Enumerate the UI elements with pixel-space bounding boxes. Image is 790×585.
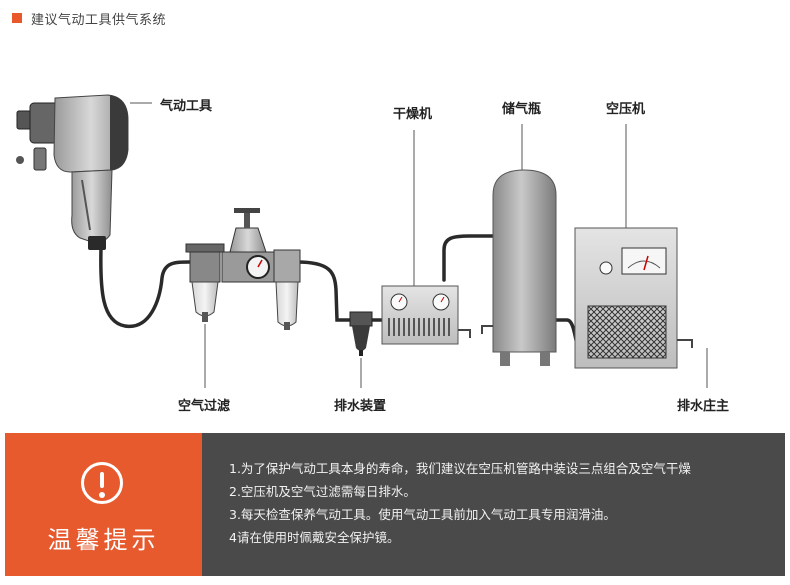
tip-item: 1.为了保护气动工具本身的寿命，我们建议在空压机管路中装设三点组合及空气干燥 [229,461,691,476]
label-compressor: 空压机 [606,102,646,117]
label-air-tank: 储气瓶 [502,102,542,117]
label-pneumatic-tool: 气动工具 [160,99,213,114]
page-title: 建议气动工具供气系统 [31,12,167,28]
label-dryer: 干燥机 [393,107,433,122]
tips-list: 1.为了保护气动工具本身的寿命，我们建议在空压机管路中装设三点组合及空气干燥 2… [202,433,785,576]
header-accent-square [12,13,22,23]
page-header: 建议气动工具供气系统 [12,9,167,28]
air-dryer [381,285,471,345]
label-drain-device: 排水装置 [334,399,387,414]
pneumatic-tool [16,94,129,250]
air-hoses [99,234,578,342]
air-tank [481,169,557,366]
tips-panel: 温馨提示 1.为了保护气动工具本身的寿命，我们建议在空压机管路中装设三点组合及空… [5,433,785,576]
tips-header: 温馨提示 [5,433,202,576]
tip-item: 3.每天检查保养气动工具。使用气动工具前加入气动工具专用润滑油。 [229,507,616,522]
tips-title: 温馨提示 [47,526,160,554]
tip-item: 4请在使用时佩戴安全保护镜。 [229,530,400,545]
drain-device [349,311,373,356]
air-compressor [574,227,693,369]
tip-item: 2.空压机及空气过滤需每日排水。 [229,484,416,499]
label-drain-2: 排水庄主 [677,399,730,414]
frl-unit [185,208,301,330]
exclamation-icon [81,462,123,504]
label-air-filter: 空气过滤 [178,399,231,414]
air-supply-diagram [16,94,708,388]
